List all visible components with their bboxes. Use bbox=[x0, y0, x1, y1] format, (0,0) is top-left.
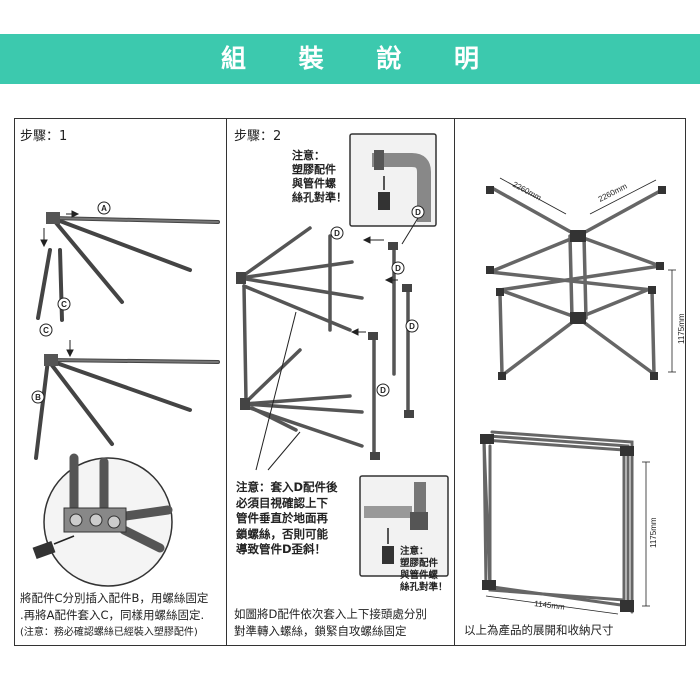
step1-part-label: A bbox=[101, 204, 107, 213]
step1-caption-note: (注意：務必確認螺絲已經裝入塑膠配件) bbox=[20, 627, 198, 638]
note-line: 塑膠配件 bbox=[400, 558, 439, 569]
dim-open-diagonal-2: 2260mm bbox=[597, 181, 629, 203]
step2-part-label: D bbox=[409, 322, 415, 331]
note-line: 注意： bbox=[292, 149, 325, 162]
step2-caption: 如圖將D配件依次套入上下接頭處分別 對準轉入螺絲，鎖緊自攻螺絲固定 bbox=[234, 606, 454, 640]
step1-label: 步驟：1 bbox=[20, 129, 68, 144]
step2-label: 步驟：2 bbox=[234, 129, 282, 144]
instruction-panels bbox=[14, 118, 686, 646]
panel-divider-2 bbox=[454, 118, 455, 646]
step3-caption: 以上為產品的展開和收納尺寸 bbox=[464, 623, 614, 637]
title-banner: 組 裝 說 明 bbox=[0, 34, 700, 84]
note-line: 導致管件D歪斜！ bbox=[236, 542, 327, 556]
panel-divider-1 bbox=[226, 118, 227, 646]
step1-caption-line: .再將A配件套入C，同樣用螺絲固定. bbox=[20, 608, 205, 622]
step1-caption-line: 將配件C分別插入配件B，用螺絲固定 bbox=[20, 591, 209, 605]
page-title: 組 裝 說 明 bbox=[220, 44, 502, 73]
step1-part-label: C bbox=[43, 326, 49, 335]
note-line: 必須目視確認上下 bbox=[236, 495, 328, 510]
step2-note-bottom: 注意： 塑膠配件 與管件螺 絲孔對準！ bbox=[400, 546, 448, 594]
step2-note-mid: 注意：套入D配件後 必須目視確認上下 管件垂直於地面再 鎖螺絲，否則可能 導致管… bbox=[236, 480, 338, 558]
note-line: 注意： bbox=[400, 546, 429, 557]
note-line: 管件垂直於地面再 bbox=[236, 511, 328, 525]
dim-open-diagonal-1: 2260mm bbox=[511, 180, 543, 203]
dim-folded-height: 1175mm bbox=[649, 517, 658, 548]
step1-caption: 將配件C分別插入配件B，用螺絲固定 .再將A配件套入C，同樣用螺絲固定. (注意… bbox=[20, 590, 225, 641]
note-line: 與管件螺 bbox=[292, 177, 336, 190]
step1-part-label: B bbox=[35, 393, 41, 402]
note-line: 塑膠配件 bbox=[292, 163, 336, 176]
note-line: 注意：套入D配件後 bbox=[236, 480, 338, 494]
step2-part-label: D bbox=[395, 264, 401, 273]
note-line: 與管件螺 bbox=[400, 570, 439, 581]
step2-caption-line: 如圖將D配件依次套入上下接頭處分別 bbox=[234, 607, 427, 621]
step2-caption-line: 對準轉入螺絲，鎖緊自攻螺絲固定 bbox=[234, 624, 407, 638]
step1-part-label: C bbox=[61, 300, 67, 309]
step2-part-label: D bbox=[415, 208, 421, 217]
step2-part-label: D bbox=[334, 229, 340, 238]
note-line: 絲孔對準！ bbox=[400, 582, 448, 593]
step2-part-label: D bbox=[380, 386, 386, 395]
step2-note-top: 注意： 塑膠配件 與管件螺 絲孔對準！ bbox=[292, 149, 347, 205]
dim-open-height: 1175mm bbox=[677, 313, 686, 344]
note-line: 絲孔對準！ bbox=[292, 191, 347, 204]
dim-folded-width: 1145mm bbox=[534, 599, 566, 612]
note-line: 鎖螺絲，否則可能 bbox=[236, 526, 328, 541]
